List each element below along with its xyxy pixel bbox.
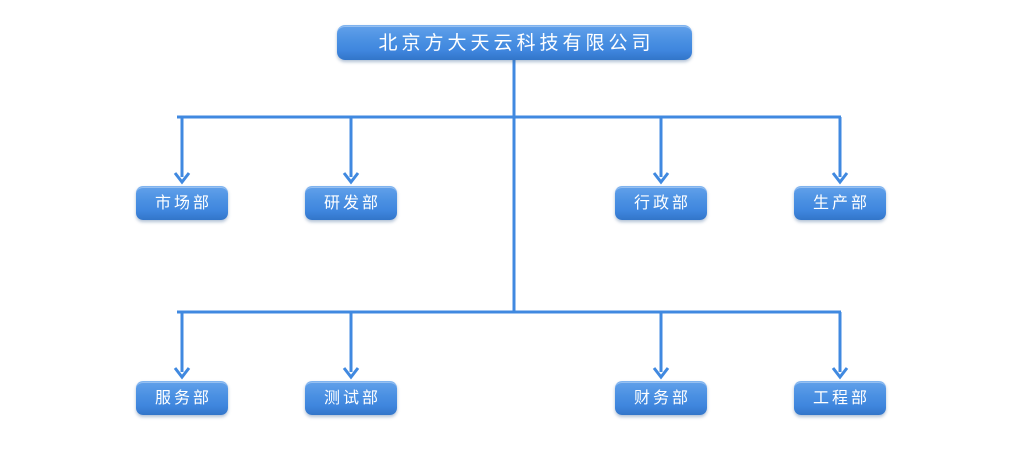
org-node-yanfabu-label: 研发部	[323, 194, 381, 212]
level-1-arrow-1	[173, 171, 191, 184]
level-1-arrow-4	[831, 171, 849, 184]
org-node-gongchengbu[interactable]: 工程部	[794, 381, 886, 415]
org-node-shengchanbu-label: 生产部	[812, 194, 870, 212]
org-node-root-label: 北京方大天云科技有限公司	[378, 32, 655, 54]
level-1-arrow-2	[342, 171, 360, 184]
org-node-fuwubu-label: 服务部	[154, 389, 212, 407]
org-node-gongchengbu-label: 工程部	[812, 389, 870, 407]
org-node-caiwubu-label: 财务部	[633, 389, 691, 407]
org-node-ceshibu[interactable]: 测试部	[305, 381, 397, 415]
level-2-arrow-3	[652, 366, 670, 379]
org-node-ceshibu-label: 测试部	[323, 389, 381, 407]
org-node-shengchanbu[interactable]: 生产部	[794, 186, 886, 220]
org-node-xingzhengbu-label: 行政部	[633, 194, 691, 212]
org-node-shichangbu[interactable]: 市场部	[136, 186, 228, 220]
org-node-fuwubu[interactable]: 服务部	[136, 381, 228, 415]
level-2-arrow-4	[831, 366, 849, 379]
level-2-arrow-1	[173, 366, 191, 379]
org-node-yanfabu[interactable]: 研发部	[305, 186, 397, 220]
level-2-arrow-2	[342, 366, 360, 379]
level-1-arrow-3	[652, 171, 670, 184]
org-node-shichangbu-label: 市场部	[154, 194, 212, 212]
org-node-caiwubu[interactable]: 财务部	[615, 381, 707, 415]
org-node-root[interactable]: 北京方大天云科技有限公司	[337, 25, 692, 60]
org-node-xingzhengbu[interactable]: 行政部	[615, 186, 707, 220]
